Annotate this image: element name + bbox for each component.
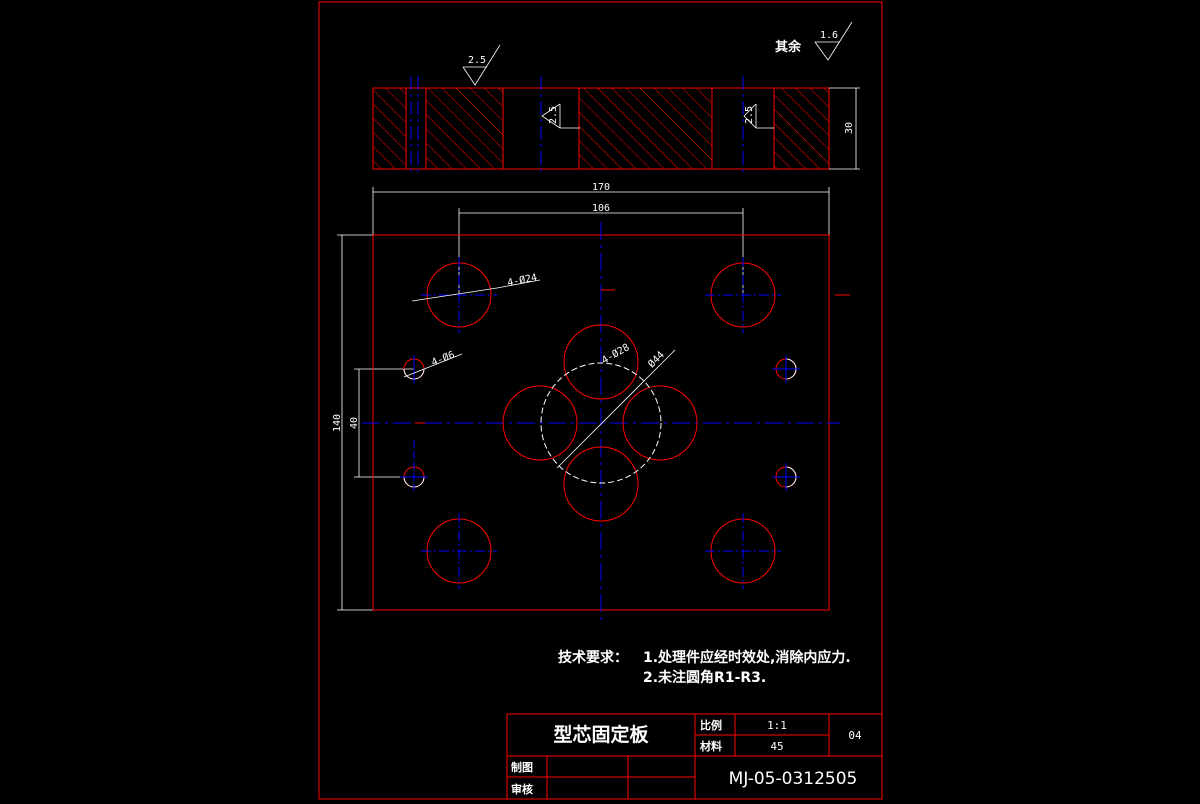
finish-slot-right-value: 2.5: [744, 106, 755, 124]
drawn-label: 制图: [511, 760, 533, 774]
tech-item-1: 1.处理件应经时效处,消除内应力.: [643, 649, 851, 666]
pin-hole-br: [772, 463, 800, 491]
plan-view: 170 106 140 40: [332, 182, 850, 622]
finish-general-value: 1.6: [820, 30, 838, 41]
large-hole-tr: [705, 257, 781, 333]
cavity-holes-label: 4-Ø28: [600, 341, 632, 366]
pin-holes-label: 4-Ø6: [430, 349, 457, 369]
section-hatch-1: [373, 88, 406, 169]
tech-requirements: 技术要求： 1.处理件应经时效处,消除内应力. 2.未注圆角R1-R3.: [558, 649, 851, 686]
overall-width-dim: 170: [592, 182, 610, 193]
cavity-circle-bottom: [563, 446, 639, 522]
section-view: 30: [372, 76, 860, 176]
finish-symbol: [462, 44, 501, 86]
hole-spacing-dim: 106: [592, 203, 610, 214]
finish-symbol: [743, 103, 774, 129]
leader-line: [496, 279, 541, 289]
leader-large-holes: 4-Ø24: [411, 271, 541, 302]
title-block: 型芯固定板 比例 1:1 材料 45 04 制图 审核 MJ-05-031250…: [506, 713, 883, 800]
drawing-number: MJ-05-0312505: [729, 769, 858, 789]
material-value: 45: [770, 740, 783, 753]
pin-spacing-dim: 40: [349, 417, 360, 429]
section-hatch-3: [579, 88, 712, 169]
pin-hole-tr: [772, 355, 800, 383]
surface-finish-general: 其余 1.6: [775, 21, 853, 61]
finish-symbol: [541, 103, 580, 129]
tech-item-2: 2.未注圆角R1-R3.: [643, 669, 766, 686]
overall-height-dim: 140: [332, 414, 343, 432]
finish-top-value: 2.5: [468, 55, 486, 66]
leader-pin-holes: 4-Ø6: [403, 349, 463, 378]
part-name: 型芯固定板: [553, 723, 649, 746]
pin-hole-bl: [400, 440, 428, 491]
center-circle-label: Ø44: [646, 349, 667, 370]
leader-line: [403, 353, 463, 378]
leader-line: [411, 287, 498, 302]
finish-general-prefix: 其余: [775, 39, 802, 55]
central-cavity: [502, 324, 698, 522]
pin-hole-tl: [403, 355, 425, 383]
cavity-circle-top: [563, 324, 639, 400]
scale-value: 1:1: [767, 719, 787, 732]
large-hole-tl: [421, 257, 497, 333]
leader-line: [556, 349, 676, 469]
cavity-circle-right: [622, 385, 698, 461]
cavity-circle-left: [502, 385, 578, 461]
sheet-number: 04: [848, 729, 862, 742]
section-outline: [372, 87, 830, 170]
leader-cavity-holes: 4-Ø28 Ø44: [556, 341, 676, 469]
surface-finish-slot-left: 2.5: [541, 103, 580, 129]
large-hole-bl: [421, 513, 497, 589]
large-hole-br: [705, 513, 781, 589]
center-circle: [540, 362, 662, 484]
tech-heading: 技术要求：: [558, 649, 628, 666]
surface-finish-top: 2.5: [462, 44, 501, 86]
section-hatch-4: [774, 88, 829, 169]
finish-slot-left-value: 2.5: [548, 106, 559, 124]
scale-label: 比例: [700, 718, 722, 732]
finish-symbol: [814, 21, 853, 61]
thickness-dim: 30: [844, 122, 855, 134]
surface-finish-slot-right: 2.5: [743, 103, 774, 129]
material-label: 材料: [700, 739, 722, 753]
large-holes-label: 4-Ø24: [506, 271, 538, 289]
section-hatch-2: [426, 88, 503, 169]
checked-label: 审核: [511, 782, 533, 796]
